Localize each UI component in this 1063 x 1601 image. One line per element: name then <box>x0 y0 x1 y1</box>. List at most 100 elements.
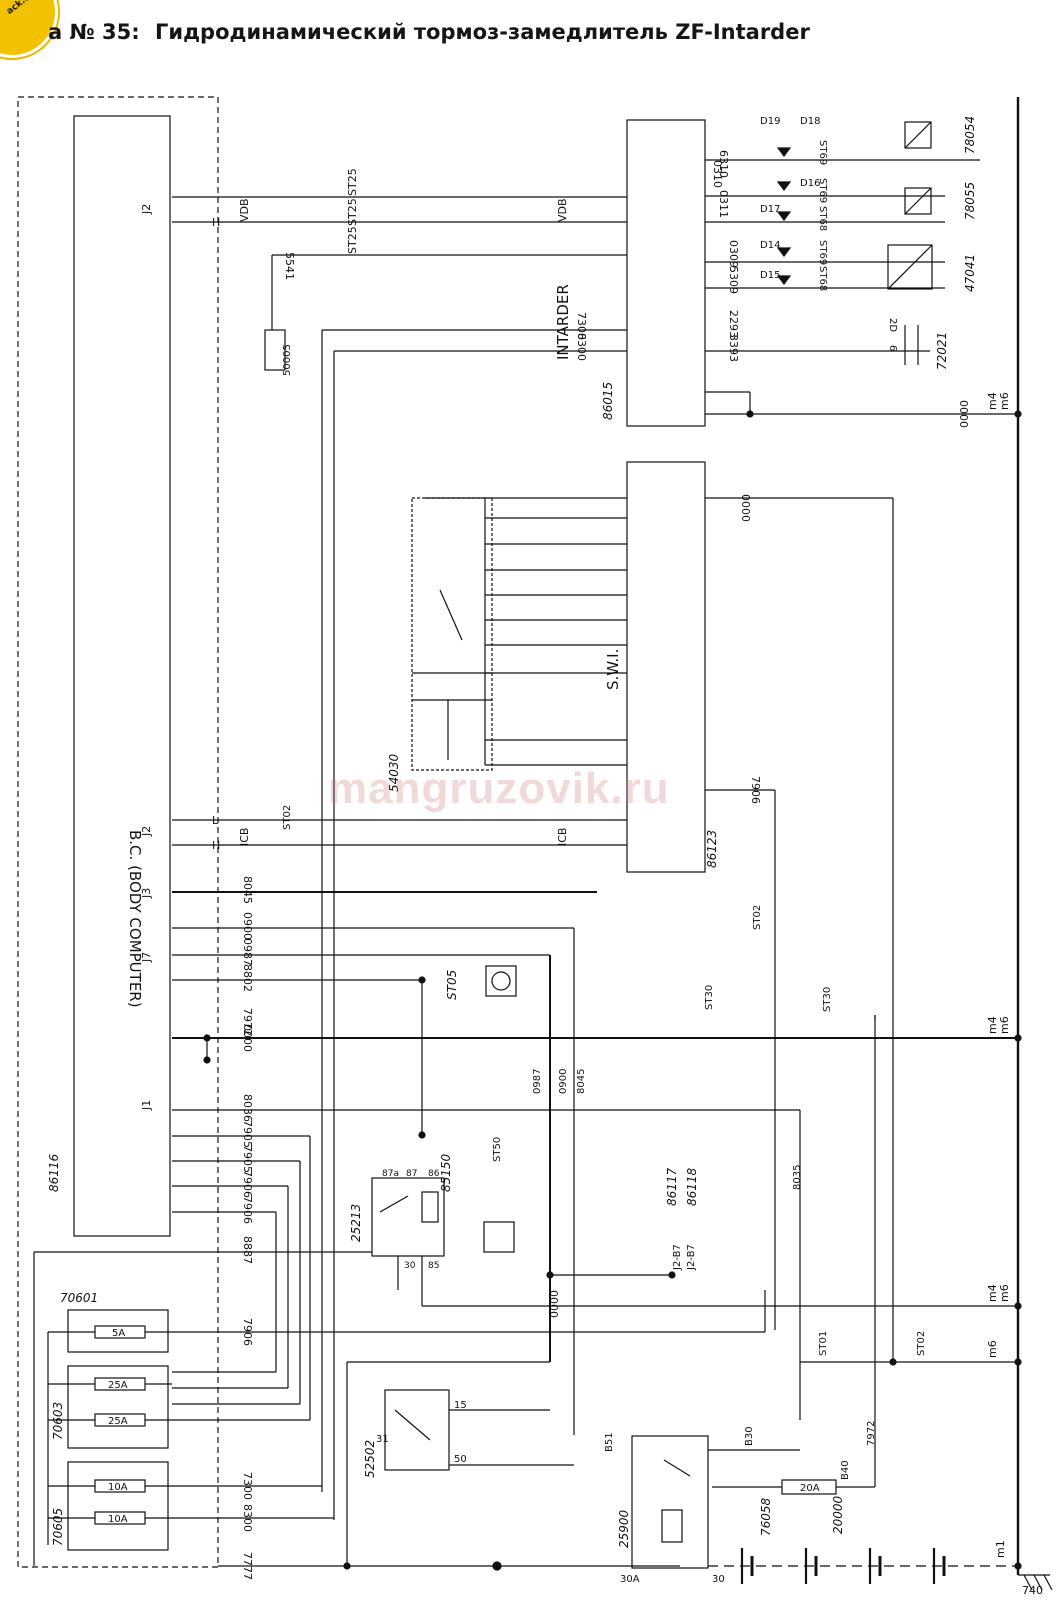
ground-m6: m6 <box>998 392 1011 410</box>
ecu-86118: 86118 <box>685 1167 699 1206</box>
lever-switch-box <box>411 497 493 771</box>
key-switch-code: 52502 <box>363 1440 377 1478</box>
st30-label-1: ST30 <box>704 985 715 1010</box>
j2-bottom-label: J2 <box>140 826 153 837</box>
battery-relay-code: 25900 <box>617 1509 631 1548</box>
wire-3393: 3393 <box>727 334 740 362</box>
ground-m1: m1 <box>994 1540 1007 1558</box>
wire-7905-a: 7905 <box>241 1120 254 1148</box>
fuse-block-70603 <box>67 1365 169 1449</box>
relay-pin-30: 30 <box>404 1261 416 1271</box>
fuse-block-70601-code: 70601 <box>60 1291 98 1305</box>
device-78055: 78055 <box>963 182 977 220</box>
fuse-block-70605-code: 70605 <box>51 1508 65 1546</box>
wire-7300-fuse: 7300 <box>241 1472 254 1500</box>
st25-label-2: ST25 <box>346 198 359 226</box>
swi-label: S.W.I. <box>604 649 622 690</box>
body-computer-box <box>73 115 171 1237</box>
wire-8035: 8035 <box>792 1165 803 1190</box>
st30-label-2: ST30 <box>822 987 833 1012</box>
wire-0000-j1: 0000 <box>241 1024 254 1052</box>
diagram-number: а № 35: <box>48 20 140 44</box>
wire-2293: 2293 <box>727 310 740 338</box>
page-header: ack.com а № 35: Гидродинамический тормоз… <box>0 0 1063 72</box>
fuse-10a-label-1: 10A <box>108 1482 128 1493</box>
fuse-25a-label-1: 25A <box>108 1380 128 1391</box>
wire-5309: 5309 <box>727 266 740 294</box>
ground-m6-relay: m6 <box>998 1284 1011 1302</box>
wire-0310: 0310 <box>711 160 724 188</box>
j1-label: J1 <box>140 1100 153 1111</box>
wire-5541: 5541 <box>283 252 296 280</box>
diode-box <box>483 1221 515 1253</box>
wire-8802: 8802 <box>241 964 254 992</box>
wire-0000-relay: 0000 <box>547 1290 560 1318</box>
relay-pin-86: 86 <box>428 1169 440 1179</box>
wire-8045: 8045 <box>241 876 254 904</box>
device-78055-symbol <box>904 187 932 215</box>
st02-label-1: ST02 <box>282 805 293 830</box>
st69-label-2: ST69 <box>817 178 828 203</box>
terminal-15: 15 <box>454 1400 467 1411</box>
st25-label-3: ST25 <box>346 226 359 254</box>
wire-0000-intarder: 0000 <box>957 400 970 428</box>
fuse-25a-label-2: 25A <box>108 1416 128 1427</box>
wire-8887: 8887 <box>241 1236 254 1264</box>
diode-d17: D17 <box>760 204 780 215</box>
terminal-30: 30 <box>712 1574 725 1585</box>
relay-code: 25213 <box>349 1204 363 1242</box>
fuse-block-70605 <box>67 1461 169 1551</box>
vdb-right-label: VDB <box>556 198 569 222</box>
fuse-block-70603-code: 70603 <box>51 1402 65 1440</box>
fuse-10a-label-2: 10A <box>108 1514 128 1525</box>
device-72021: 72021 <box>935 332 949 370</box>
wire-8300-fuse: 8300 <box>241 1504 254 1532</box>
j3-label: J3 <box>140 888 153 899</box>
device-78054-symbol <box>904 121 932 149</box>
relay-pin-87a: 87a <box>382 1169 399 1179</box>
swi-code: 86123 <box>705 830 719 868</box>
st02-label-3: ST02 <box>916 1331 927 1356</box>
wire-0309: 0309 <box>727 240 740 268</box>
corner-code: 740 <box>1022 1584 1043 1597</box>
terminal-b40: B40 <box>840 1460 851 1480</box>
ecu-86117: 86117 <box>665 1167 679 1206</box>
connector-st05: ST05 <box>445 970 459 1000</box>
device-47041: 47041 <box>963 254 977 292</box>
can-l-bottom: L <box>212 814 219 827</box>
ground-m4-j1: m4 <box>986 1016 999 1034</box>
relay-pin-85: 85 <box>428 1261 439 1271</box>
wire-7906-swi: 7906 <box>749 776 762 804</box>
wire-7906-fuse: 7906 <box>241 1318 254 1346</box>
ground-m6-st: m6 <box>986 1340 999 1358</box>
terminal-30a: 30A <box>620 1574 640 1585</box>
relay-25213-box <box>371 1177 445 1257</box>
terminal-b30: B30 <box>744 1426 755 1446</box>
wire-8045-vertical: 8045 <box>576 1069 587 1094</box>
battery-code: 20000 <box>831 1495 845 1534</box>
diode-d16: D16 <box>800 178 820 189</box>
diode-module-code: 85150 <box>439 1153 453 1192</box>
terminal-31: 31 <box>376 1434 389 1445</box>
fuse-20a-label: 20A <box>800 1483 820 1494</box>
ground-m4-relay: m4 <box>986 1284 999 1302</box>
wire-7972-vertical: 7972 <box>866 1421 877 1446</box>
wire-7905-b: 7905 <box>241 1145 254 1173</box>
wire-0900: 0900 <box>241 912 254 940</box>
st68-label-2: ST68 <box>817 266 828 291</box>
fuse-block-70601 <box>67 1309 169 1353</box>
ground-m4: m4 <box>986 392 999 410</box>
device-78054: 78054 <box>963 116 977 154</box>
vdb-left-label: VDB <box>238 198 251 222</box>
icb-left-label: ICB <box>238 828 251 846</box>
st68-label-1: ST68 <box>817 206 828 231</box>
wire-8036: 8036 <box>241 1094 254 1122</box>
wire-7972: 7972 <box>241 1008 254 1036</box>
wire-7777: 7777 <box>241 1552 254 1580</box>
wire-6310: 6310 <box>717 150 730 178</box>
lever-switch-code: 54030 <box>387 753 401 792</box>
fuse-holder-code: 76058 <box>759 1497 773 1536</box>
battery-relay-box <box>631 1435 709 1569</box>
st69-label-3: ST69 <box>817 240 828 265</box>
